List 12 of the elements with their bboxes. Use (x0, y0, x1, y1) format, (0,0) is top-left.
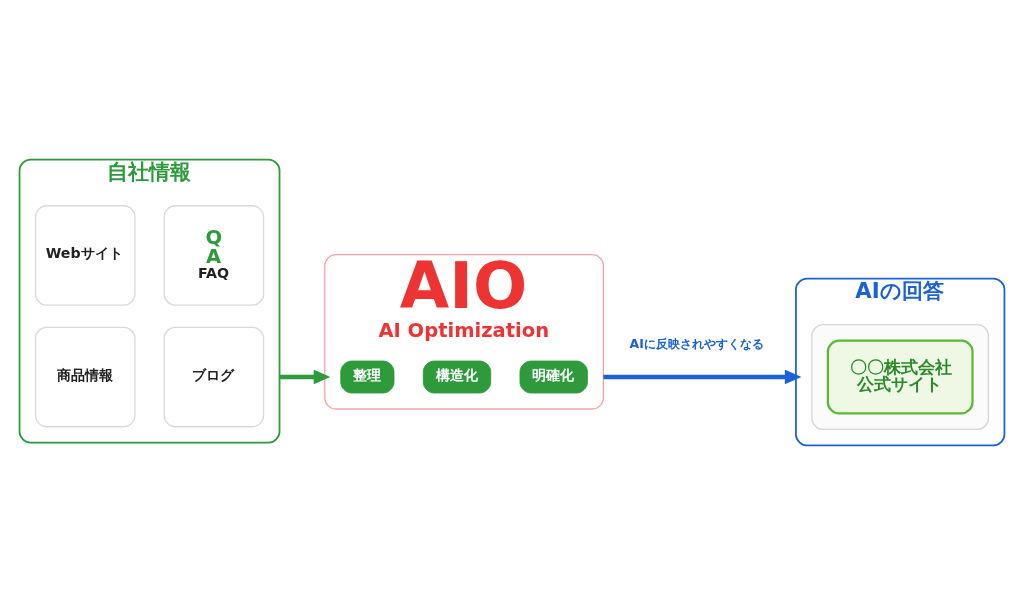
node-box: Q A FAQ (163, 204, 265, 306)
arrow (603, 369, 802, 384)
arrow (279, 369, 331, 384)
node-box: 整理 (340, 360, 395, 393)
cluster (811, 323, 990, 430)
edge-label: AIに反映されやすくなる (629, 335, 764, 351)
node-box: ブログ (163, 326, 265, 427)
node-box: 明確化 (519, 360, 588, 393)
node-box: 〇〇株式会社公式サイト (826, 339, 974, 415)
node-box: 商品情報 (34, 326, 136, 427)
node-box: 構造化 (422, 360, 492, 393)
node-box: Webサイト (34, 204, 136, 306)
